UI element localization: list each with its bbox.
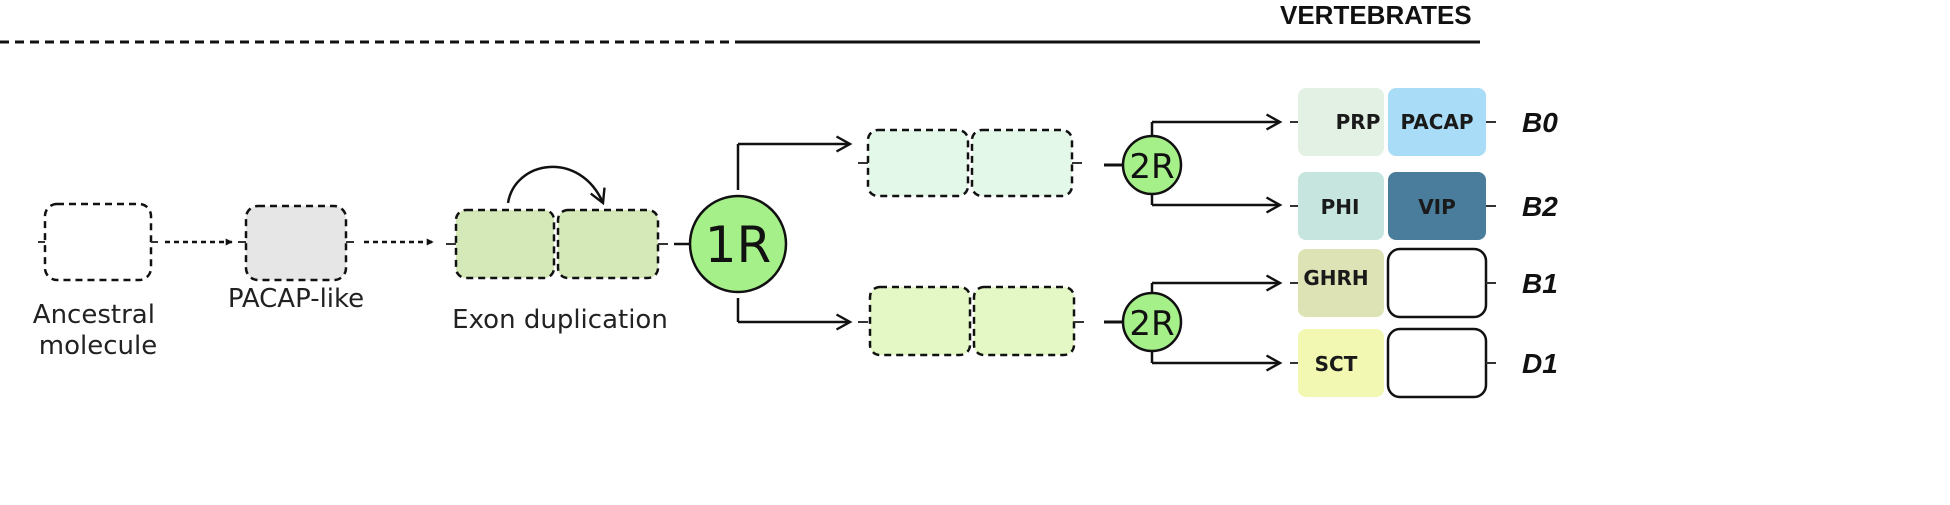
upper-exon-box-1 <box>866 128 970 198</box>
vip-box <box>1388 172 1486 240</box>
exon-duplication-label: Exon duplication <box>452 305 668 335</box>
round-1r-circle <box>688 194 788 294</box>
round-1r-label: 1R <box>705 216 772 274</box>
round-2r-lower-circle <box>1121 291 1183 353</box>
class-d1-label: D1 <box>1522 348 1558 379</box>
prp-box <box>1298 88 1384 156</box>
ancestral-label: Ancestral molecule <box>33 300 163 361</box>
pacap-label: PACAP <box>1400 110 1473 134</box>
ancestral-molecule-box <box>43 202 153 282</box>
lower-exon-box-2 <box>972 285 1076 357</box>
round-2r-lower-label: 2R <box>1129 304 1174 344</box>
vertebrates-label: VERTEBRATES <box>1280 0 1472 30</box>
ancestral-label-line1: Ancestral <box>33 300 155 330</box>
vip-label: VIP <box>1418 195 1456 219</box>
pacap-like-box <box>244 204 348 282</box>
exon-box-2 <box>556 208 660 280</box>
duplication-curved-arrow <box>506 165 606 206</box>
pacap-box <box>1388 88 1486 156</box>
pacap-like-label: PACAP-like <box>228 284 364 314</box>
round-2r-upper-circle <box>1121 134 1183 196</box>
prp-label: PRP <box>1336 110 1381 134</box>
class-b1-label: B1 <box>1522 268 1558 299</box>
class-b2-label: B2 <box>1522 191 1558 222</box>
sct-label: SCT <box>1315 352 1358 376</box>
class-b0-label: B0 <box>1522 107 1558 138</box>
ghrh-box <box>1298 249 1384 317</box>
b1-empty-box <box>1386 247 1488 319</box>
upper-exon-box-2 <box>970 128 1074 198</box>
phi-box <box>1298 172 1384 240</box>
lower-exon-box-1 <box>868 285 972 357</box>
ghrh-label: GHRH <box>1303 266 1368 290</box>
phi-label: PHI <box>1321 195 1360 219</box>
round-2r-upper-label: 2R <box>1129 147 1174 187</box>
ancestral-label-line2: molecule <box>39 331 157 361</box>
sct-box <box>1298 329 1384 397</box>
exon-box-1 <box>454 208 556 280</box>
d1-empty-box <box>1386 327 1488 399</box>
